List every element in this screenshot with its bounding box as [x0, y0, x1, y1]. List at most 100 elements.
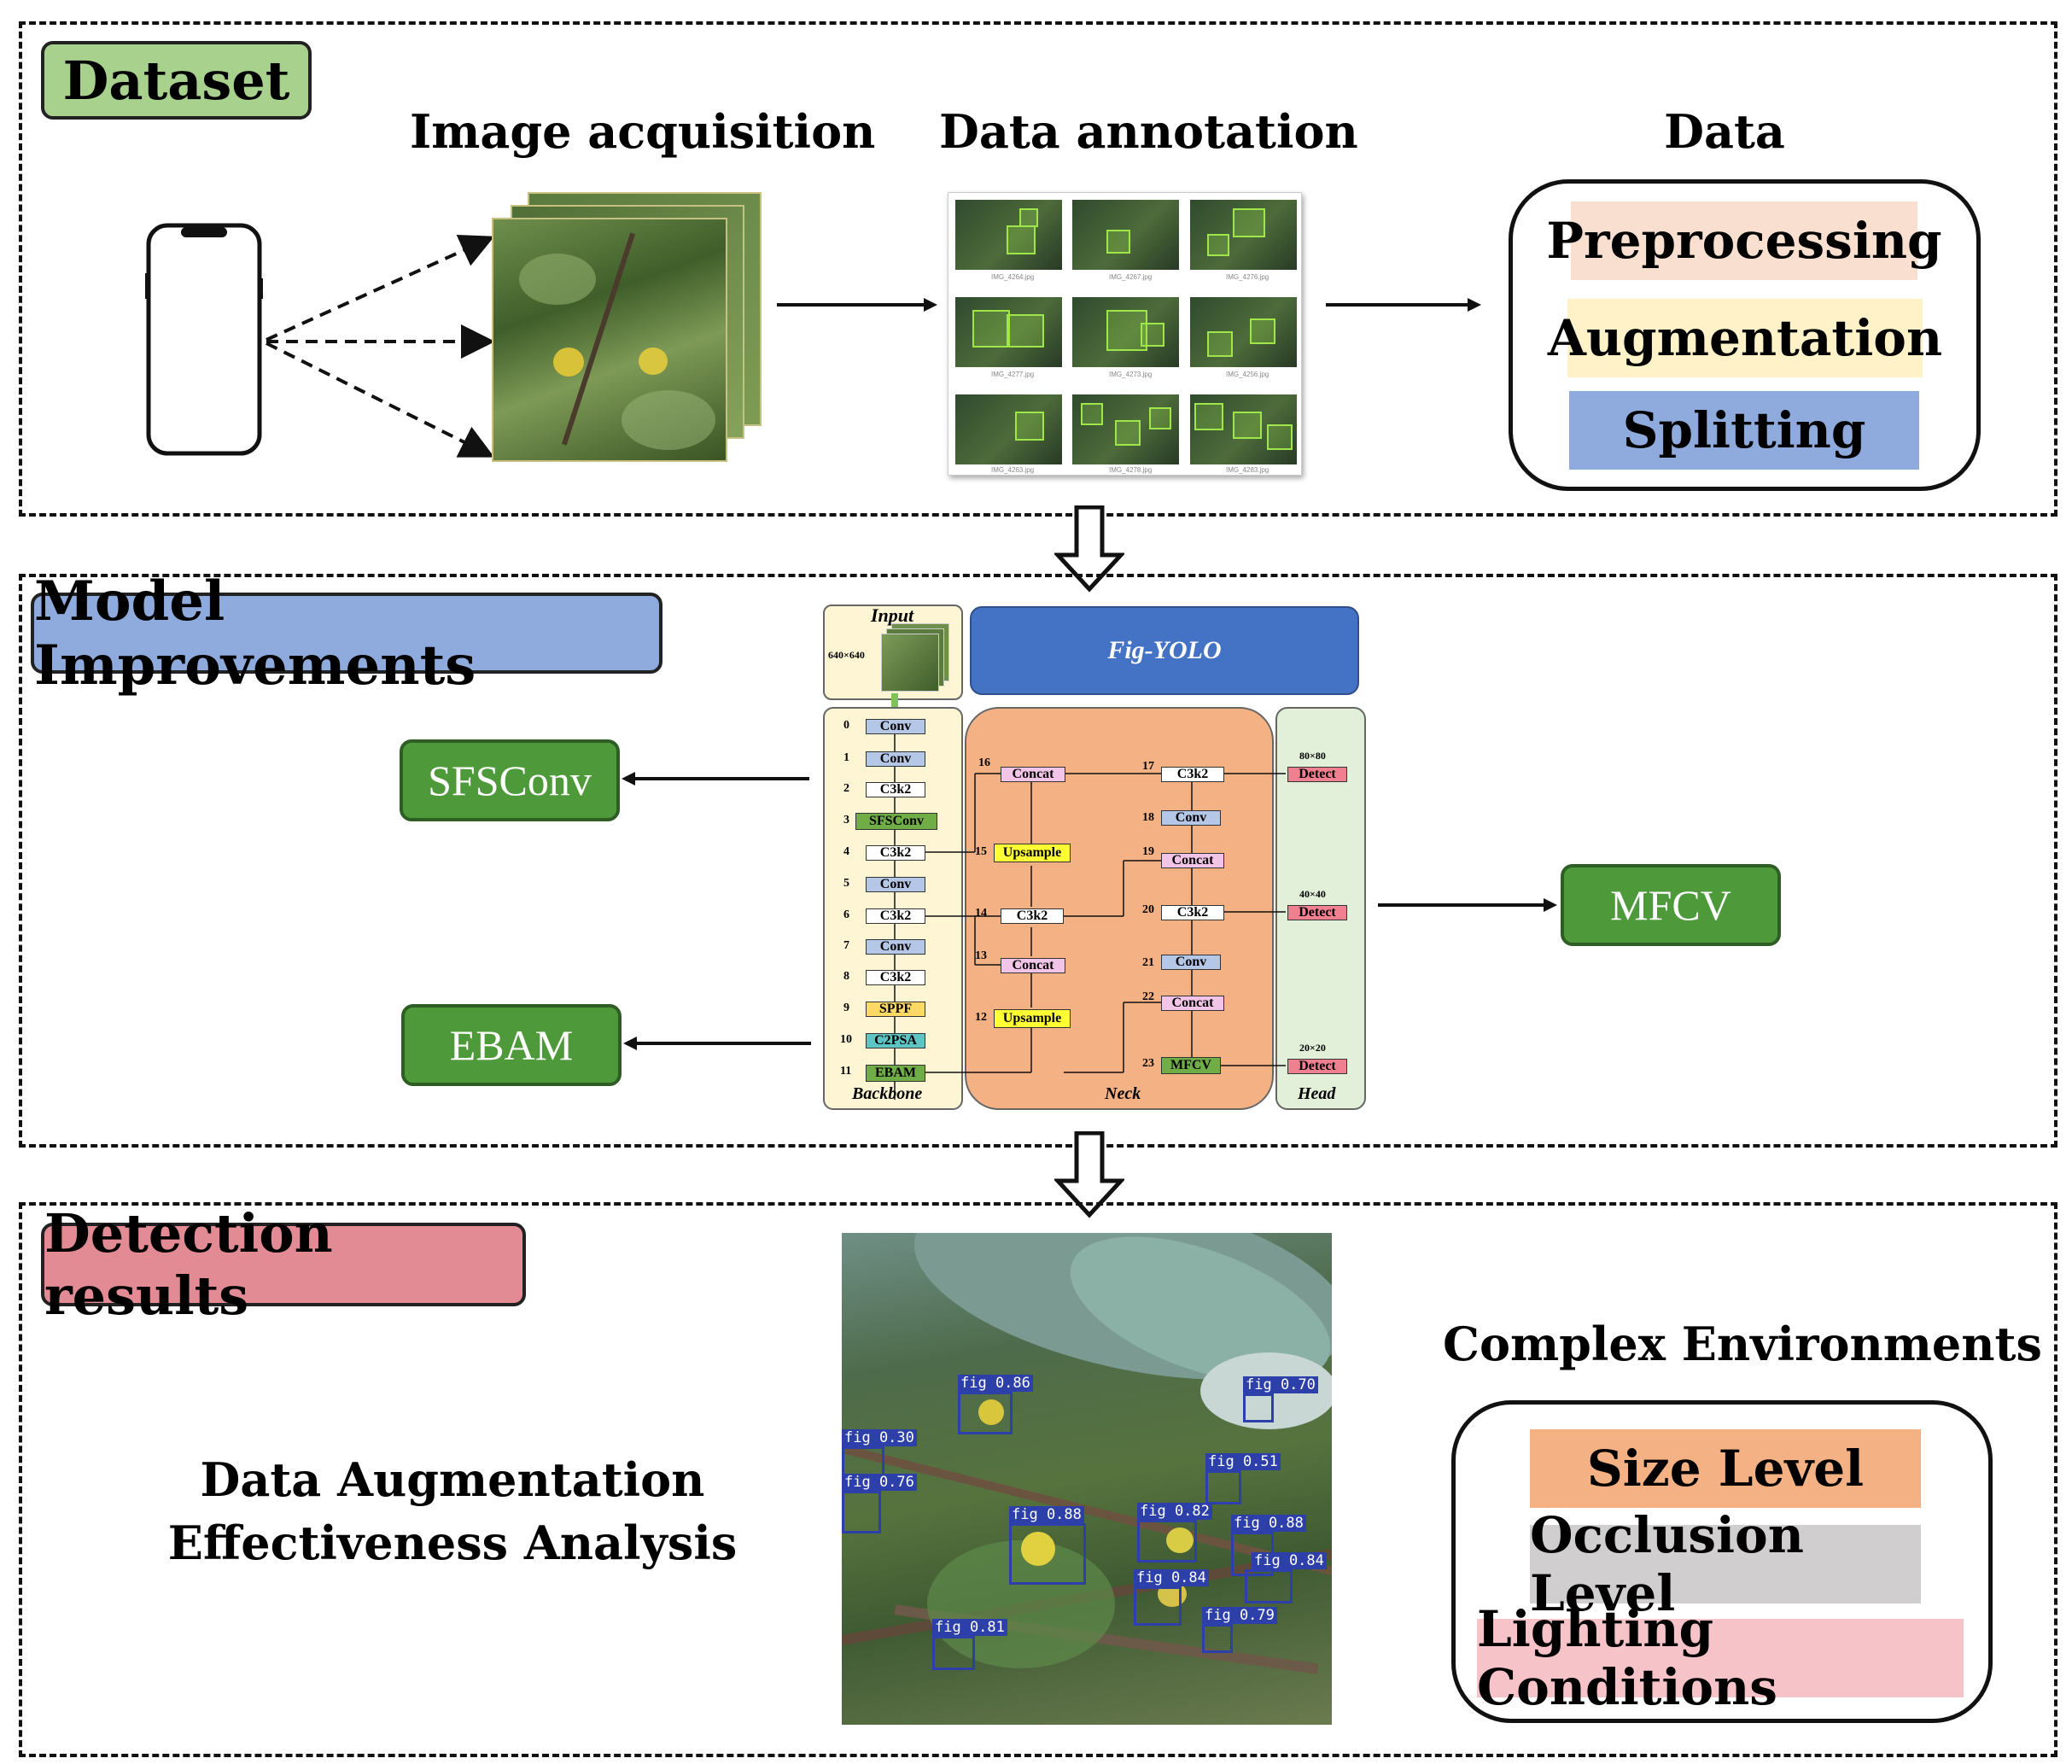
thumb-caption: IMG_4273.jpg: [1109, 371, 1153, 378]
complex-environments-heading: Complex Environments: [1443, 1317, 2042, 1371]
backbone-index: 10: [840, 1033, 852, 1046]
neck-node-upsample: Upsample: [994, 844, 1071, 862]
model-tag: Model Improvements: [31, 570, 662, 698]
augmentation-step: Augmentation: [1548, 299, 1942, 377]
neck-node-conv: Conv: [1161, 810, 1221, 826]
neck-index: 21: [1142, 956, 1154, 969]
splitting-step: Splitting: [1569, 391, 1919, 470]
neck-index: 22: [1142, 990, 1154, 1003]
backbone-index: 5: [843, 877, 849, 890]
input-image: [881, 623, 949, 692]
detection-label: fig 0.84: [1134, 1569, 1209, 1586]
detection-label: fig 0.30: [842, 1429, 917, 1446]
down-arrow-2: [1054, 1131, 1124, 1218]
acquisition-arrows: [266, 235, 495, 458]
lighting-conditions-item: Lighting Conditions: [1477, 1600, 1964, 1716]
backbone-node-c3k2: C3k2: [866, 782, 925, 797]
neck-index: 23: [1142, 1057, 1154, 1070]
backbone-index: 11: [840, 1065, 852, 1078]
dataset-tag: Dataset: [41, 41, 312, 120]
neck-index: 12: [975, 1011, 987, 1024]
size-level-item: Size Level: [1530, 1429, 1921, 1508]
model-section: [19, 574, 2057, 1148]
arrow-to-mfcv: [1378, 898, 1557, 912]
detection-label: fig 0.82: [1137, 1503, 1212, 1520]
arrow-to-data: [1326, 298, 1481, 312]
backbone-index: 9: [843, 1002, 849, 1014]
neck-index: 17: [1142, 760, 1154, 773]
backbone-index: 4: [843, 845, 849, 858]
detection-label: fig 0.84: [1252, 1552, 1327, 1569]
neck-node-concat: Concat: [1001, 767, 1065, 782]
backbone-node-conv: Conv: [866, 751, 925, 767]
neck-node-c3k2: C3k2: [1161, 905, 1224, 920]
backbone-index: 6: [843, 908, 849, 921]
neck-index: 13: [975, 949, 987, 962]
backbone-node-conv: Conv: [866, 939, 925, 955]
thumb-caption: IMG_4277.jpg: [991, 371, 1035, 378]
neck-node-c3k2: C3k2: [1001, 908, 1064, 924]
head-detect: Detect: [1287, 1059, 1347, 1074]
head-size: 20×20: [1299, 1042, 1326, 1054]
backbone-node-ebam: EBAM: [866, 1065, 925, 1082]
annotation-grid: IMG_4264.jpg IMG_4267.jpg IMG_4276.jpg I…: [948, 192, 1302, 476]
detection-label: fig 0.88: [1231, 1515, 1306, 1532]
backbone-index: 2: [843, 782, 849, 795]
backbone-label: Backbone: [852, 1084, 923, 1103]
backbone-node-c2psa: C2PSA: [866, 1033, 925, 1048]
neck-node-concat: Concat: [1161, 853, 1224, 868]
occlusion-level-item: Occlusion Level: [1530, 1506, 1921, 1622]
thumb-caption: IMG_4283.jpg: [1226, 466, 1269, 474]
neck-index: 16: [978, 756, 990, 769]
head-size: 40×40: [1299, 888, 1326, 900]
thumb-caption: IMG_4256.jpg: [1226, 371, 1269, 378]
fig-photo-stack: [487, 192, 762, 465]
fig-yolo-diagram: Input 640×640 Fig-YOLO Backbone Neck Hea…: [820, 598, 1366, 1110]
mfcv-module: MFCV: [1561, 864, 1781, 946]
fig-yolo-title: Fig-YOLO: [970, 606, 1359, 695]
data-annotation-heading: Data annotation: [939, 104, 1358, 159]
thumb-caption: IMG_4276.jpg: [1226, 273, 1269, 281]
analysis-text-content: Data Augmentation Effectiveness Analysis: [167, 1452, 738, 1570]
dataset-section: [19, 21, 2057, 517]
backbone-index: 0: [843, 719, 849, 732]
thumb-caption: IMG_4267.jpg: [1109, 273, 1153, 281]
arrow-to-ebam: [623, 1037, 811, 1050]
detection-image: fig 0.86 fig 0.70 fig 0.30 fig 0.51 fig …: [842, 1233, 1332, 1725]
backbone-node-sppf: SPPF: [866, 1002, 925, 1017]
backbone-index: 7: [843, 939, 849, 952]
sfsconv-module: SFSConv: [400, 739, 620, 821]
input-label: Input: [871, 605, 914, 626]
neck-index: 14: [975, 907, 987, 920]
data-heading: Data: [1664, 104, 1785, 159]
thumb-caption: IMG_4263.jpg: [991, 466, 1035, 474]
thumb-caption: IMG_4264.jpg: [991, 273, 1035, 281]
arrow-to-sfsconv: [622, 772, 809, 786]
arrow-to-annotation: [777, 298, 937, 312]
analysis-text: Data Augmentation Effectiveness Analysis: [51, 1448, 854, 1574]
neck-index: 20: [1142, 903, 1154, 916]
neck-label: Neck: [1105, 1084, 1141, 1103]
detection-label: fig 0.88: [1009, 1506, 1084, 1523]
head-size: 80×80: [1299, 750, 1326, 762]
backbone-node-sfsconv: SFSConv: [855, 813, 937, 830]
backbone-index: 8: [843, 970, 849, 983]
backbone-node-c3k2: C3k2: [866, 908, 925, 924]
preprocessing-step: Preprocessing: [1546, 202, 1942, 280]
neck-node-mfcv: MFCV: [1161, 1057, 1221, 1074]
neck-node-concat: Concat: [1001, 958, 1065, 973]
detection-label: fig 0.51: [1205, 1453, 1281, 1470]
diagram-connections: [894, 733, 1286, 1100]
backbone-node-c3k2: C3k2: [866, 970, 925, 985]
down-arrow-1: [1054, 505, 1124, 593]
detection-label: fig 0.70: [1243, 1376, 1318, 1393]
neck-index: 19: [1142, 845, 1154, 858]
image-acquisition-heading: Image acquisition: [410, 104, 876, 159]
ebam-module: EBAM: [401, 1004, 622, 1086]
neck-node-conv: Conv: [1161, 955, 1221, 970]
neck-node-concat: Concat: [1161, 996, 1224, 1011]
neck-node-upsample: Upsample: [994, 1009, 1071, 1028]
backbone-node-conv: Conv: [866, 877, 925, 892]
head-detect: Detect: [1287, 905, 1347, 920]
head-label: Head: [1298, 1084, 1336, 1103]
